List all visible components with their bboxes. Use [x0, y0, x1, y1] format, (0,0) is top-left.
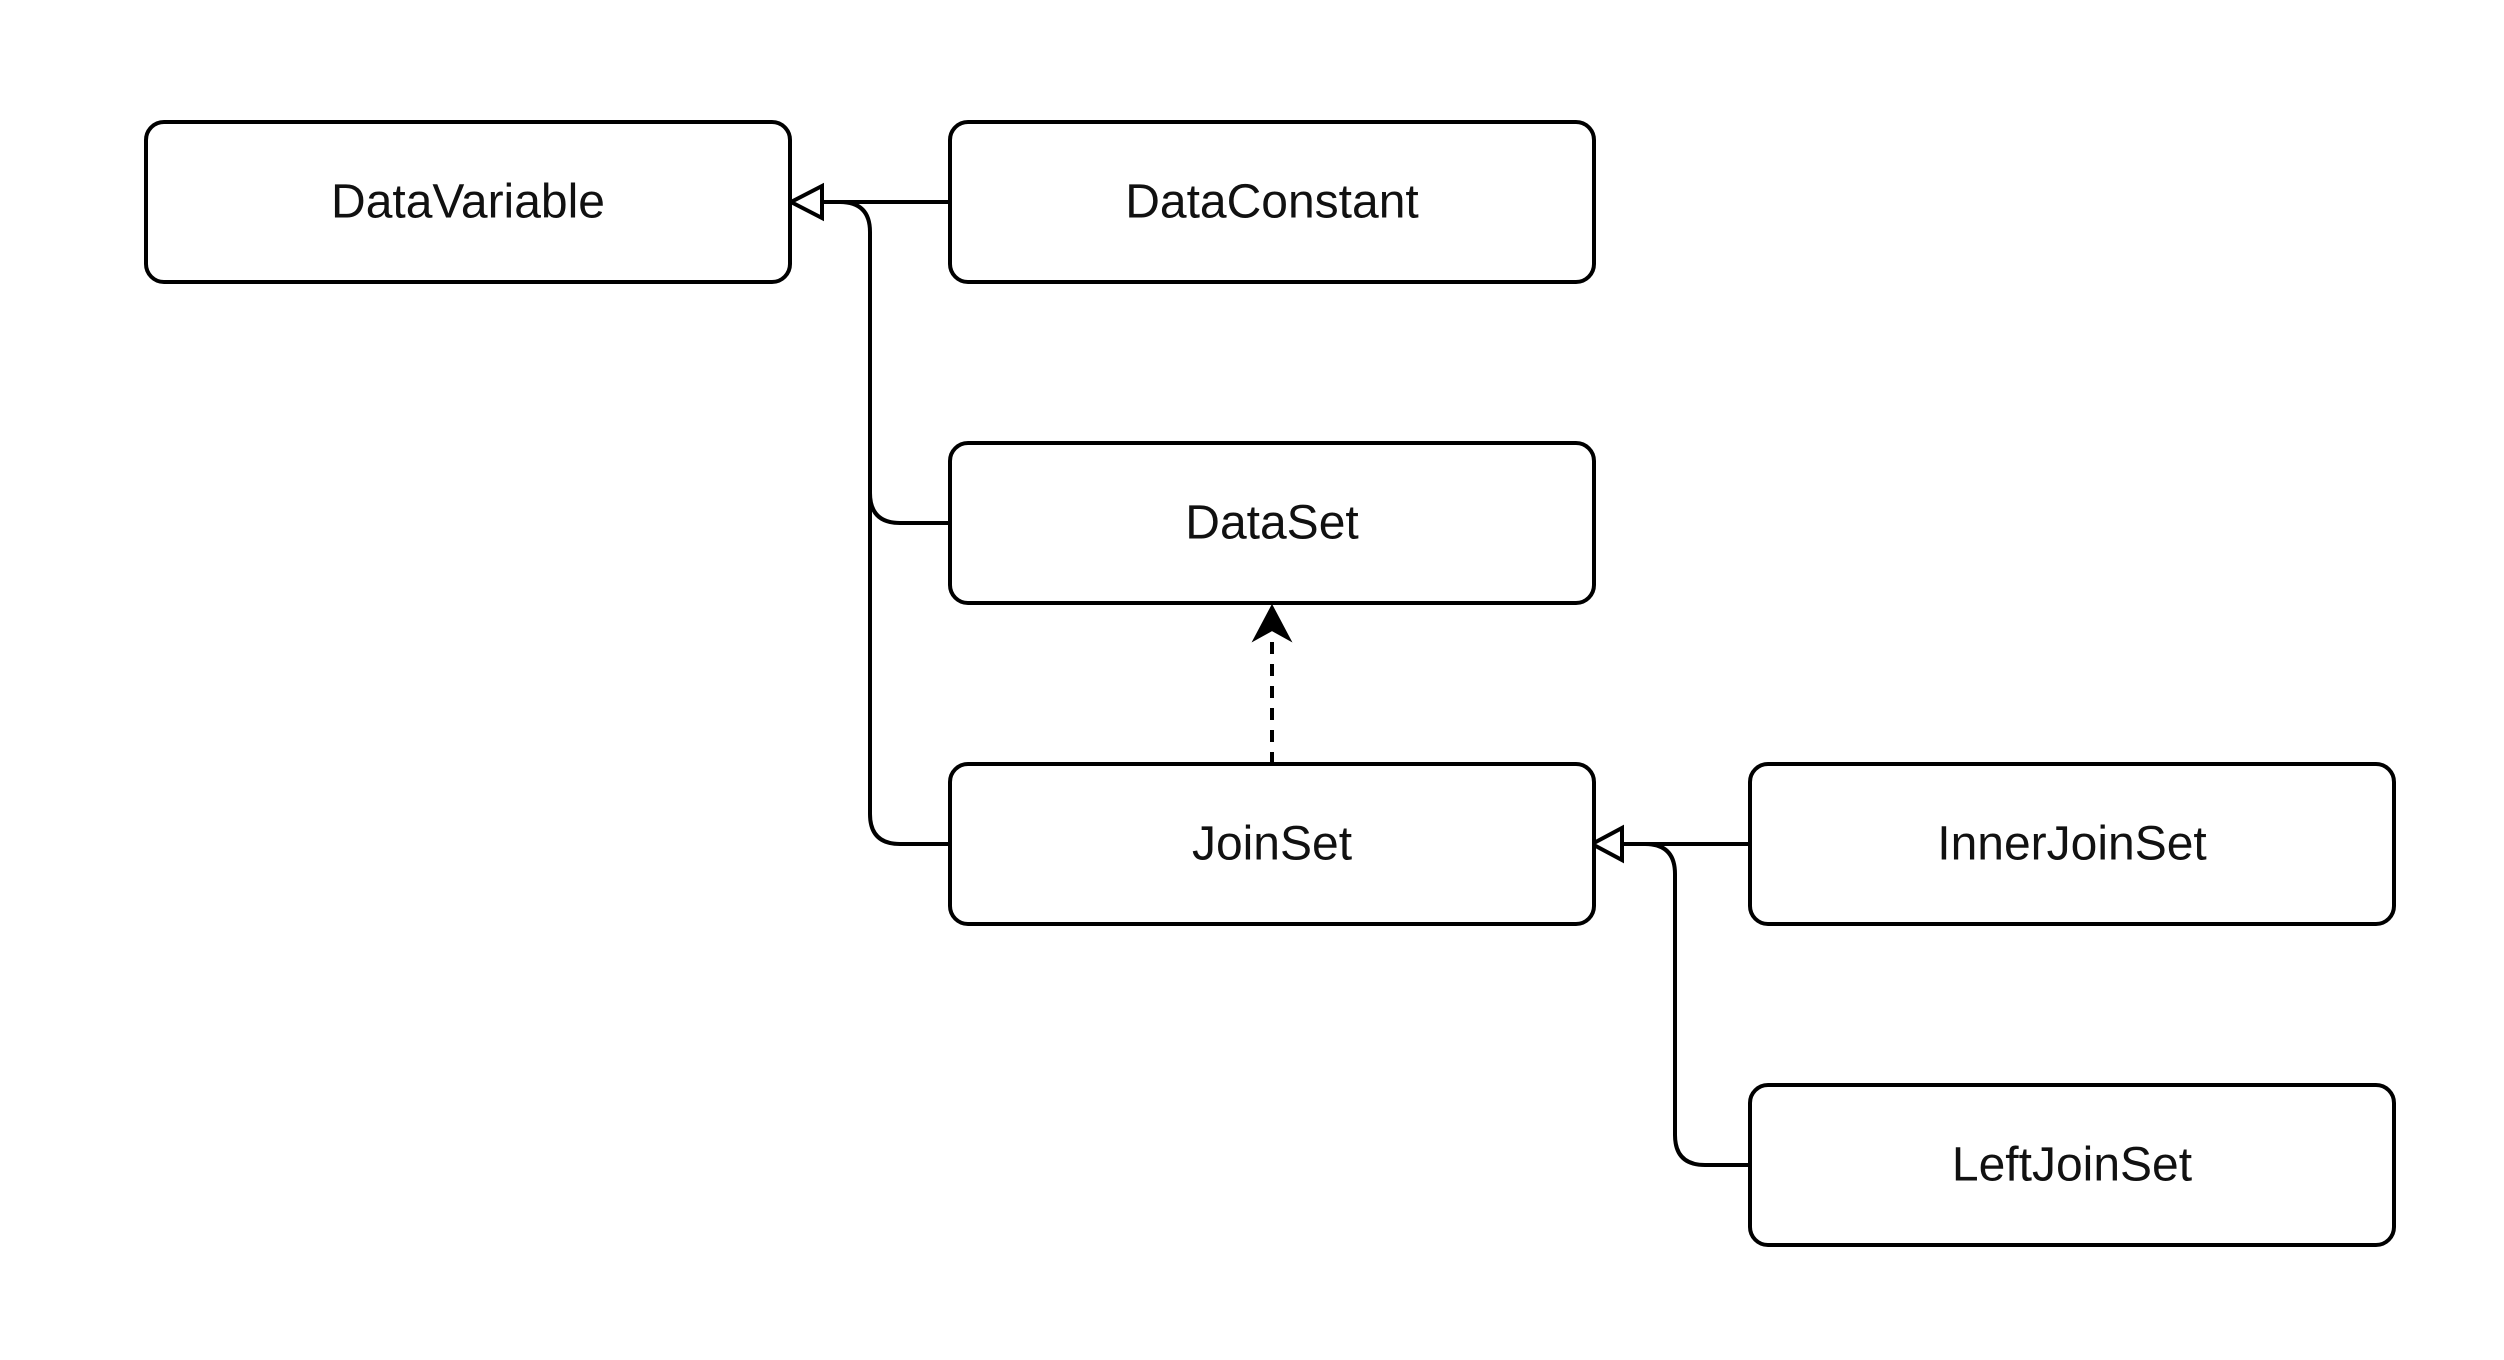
solid-arrowhead-icon [1251, 603, 1293, 643]
node-datavariable[interactable]: DataVariable [144, 120, 792, 284]
node-label: InnerJoinSet [1937, 818, 2207, 871]
node-label: JoinSet [1192, 818, 1352, 871]
hollow-arrowhead-icon [1587, 824, 1624, 864]
edge-joinset-to-datavariable [868, 493, 950, 846]
edge-leftjoinset-to-joinset [1622, 842, 1750, 1167]
node-leftjoinset[interactable]: LeftJoinSet [1748, 1083, 2396, 1247]
node-label: DataSet [1185, 497, 1358, 550]
hollow-arrowhead-icon [786, 182, 824, 222]
node-label: LeftJoinSet [1952, 1139, 2192, 1192]
node-label: DataVariable [331, 176, 605, 229]
node-label: DataConstant [1125, 176, 1419, 229]
node-innerjoinset[interactable]: InnerJoinSet [1748, 762, 2396, 926]
node-dataset[interactable]: DataSet [948, 441, 1596, 605]
edge-dataset-to-datavariable [822, 200, 950, 525]
node-joinset[interactable]: JoinSet [948, 762, 1596, 926]
node-dataconstant[interactable]: DataConstant [948, 120, 1596, 284]
